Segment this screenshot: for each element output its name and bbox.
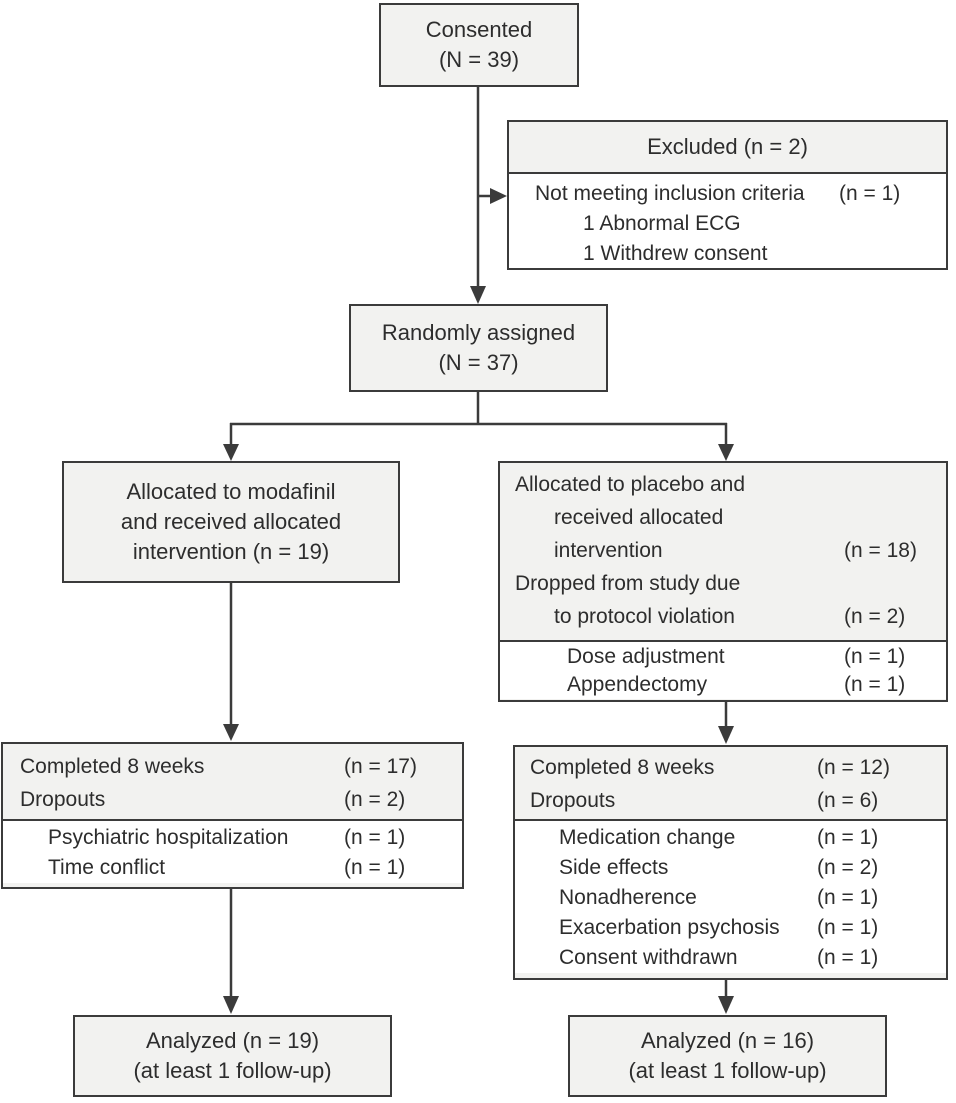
row-label: Completed 8 weeks [20, 755, 205, 778]
row-label: Dose adjustment [567, 645, 725, 668]
arrowhead-down-randomized [470, 286, 486, 304]
row-label: Dropouts [20, 788, 106, 811]
completed-modafinil-dropout-list: Psychiatric hospitalization(n = 1)Time c… [3, 821, 462, 883]
row-count: (n = 1) [817, 916, 879, 939]
consented-box: Consented (N = 39) [379, 3, 579, 87]
row-count: (n = 1) [844, 673, 906, 696]
arrowhead-down-allocated-modafinil [223, 444, 239, 461]
list-row: Nonadherence (n = 1) [515, 883, 946, 913]
excluded-box: Excluded (n = 2) Not meeting inclusion c… [507, 120, 948, 270]
excluded-title: Excluded (n = 2) [509, 122, 946, 174]
arrowhead-down-analyzed-placebo [718, 996, 734, 1014]
randomized-count: (N = 37) [438, 350, 519, 375]
allocated-modafinil-line2: and received allocated [120, 509, 342, 534]
arrowhead-down-analyzed-modafinil [223, 996, 239, 1014]
list-row: Not meeting inclusion criteria (n = 1) [509, 179, 946, 209]
row-label: 1 Abnormal ECG [583, 212, 741, 235]
row-count: (n = 17) [344, 755, 417, 778]
list-row: Completed 8 weeks (n = 17) [3, 750, 462, 783]
list-row: Dose adjustment (n = 1) [500, 643, 946, 671]
arrowhead-down-completed-placebo [718, 726, 734, 744]
row-count: (n = 1) [817, 826, 879, 849]
completed-placebo-box: Completed 8 weeks (n = 12) Dropouts (n = 6)… [513, 745, 948, 980]
row-label: 1 Withdrew consent [583, 242, 768, 265]
list-row: Consent withdrawn (n = 1) [515, 943, 946, 973]
row-label: to protocol violation [554, 605, 735, 628]
row-label: Nonadherence [559, 886, 697, 909]
randomized-box: Randomly assigned (N = 37) [349, 304, 608, 392]
row-count: (n = 1) [844, 645, 906, 668]
list-row: Dropouts (n = 6) [515, 784, 946, 817]
allocated-modafinil-box: Allocated to modafinil and received allo… [62, 461, 400, 583]
list-row: 1 Withdrew consent [509, 239, 946, 268]
list-row: received allocated [500, 501, 946, 534]
row-count: (n = 1) [344, 856, 406, 879]
randomized-label: Randomly assigned [381, 320, 576, 345]
row-label: Time conflict [48, 856, 166, 879]
arrowhead-down-completed-modafinil [223, 724, 239, 741]
row-label: Exacerbation psychosis [559, 916, 780, 939]
row-label: Side effects [559, 856, 669, 879]
arrowhead-down-allocated-placebo [718, 444, 734, 461]
completed-modafinil-header: Completed 8 weeks (n = 17) Dropouts (n = 2) [3, 744, 462, 821]
excluded-reason-list: Not meeting inclusion criteria (n = 1) 1 A… [509, 174, 946, 268]
row-label: intervention [554, 539, 663, 562]
row-label: received allocated [554, 506, 724, 529]
row-count: (n = 2) [344, 788, 406, 811]
analyzed-placebo-line1: Analyzed (n = 16) [640, 1028, 815, 1053]
analyzed-modafinil-line1: Analyzed (n = 19) [145, 1028, 320, 1053]
row-label: Completed 8 weeks [530, 756, 715, 779]
list-row: Appendectomy (n = 1) [500, 671, 946, 699]
row-count: (n = 18) [844, 539, 917, 562]
allocated-placebo-header: Allocated to placebo and received allocat… [500, 463, 946, 642]
row-label: Not meeting inclusion criteria [535, 182, 805, 205]
list-row: Medication change (n = 1) [515, 823, 946, 853]
analyzed-placebo-line2: (at least 1 follow-up) [628, 1058, 827, 1083]
analyzed-placebo-box: Analyzed (n = 16) (at least 1 follow-up) [568, 1015, 887, 1097]
list-row: Side effects (n = 2) [515, 853, 946, 883]
row-label: Medication change [559, 826, 736, 849]
list-row: Dropped from study due [500, 567, 946, 600]
row-count: (n = 1) [817, 886, 879, 909]
list-row: 1 Abnormal ECG [509, 209, 946, 239]
allocated-modafinil-line1: Allocated to modafinil [126, 479, 336, 504]
analyzed-modafinil-box: Analyzed (n = 19) (at least 1 follow-up) [73, 1015, 392, 1097]
completed-placebo-dropout-list: Medication change (n = 1) Side effects (n =… [515, 821, 946, 973]
allocated-placebo-reason-list: Dose adjustment (n = 1) Appendectomy (n = 1… [500, 642, 946, 699]
row-count: (n = 2) [844, 605, 906, 628]
list-row: Allocated to placebo and [500, 468, 946, 501]
row-count: (n = 1) [817, 946, 879, 969]
row-count: (n = 2) [817, 856, 879, 879]
list-row: intervention (n = 18) [500, 534, 946, 567]
row-count: (n = 12) [817, 756, 890, 779]
row-label: Psychiatric hospitalization [48, 826, 289, 849]
row-count: (n = 6) [817, 789, 879, 812]
allocated-modafinil-line3: intervention (n = 19) [132, 539, 330, 564]
consented-label: Consented [425, 17, 533, 42]
row-label: Dropped from study due [515, 572, 741, 595]
consented-count: (N = 39) [438, 47, 520, 72]
list-row: Exacerbation psychosis (n = 1) [515, 913, 946, 943]
allocated-placebo-box: Allocated to placebo and received allocat… [498, 461, 948, 702]
row-label: Dropouts [530, 789, 616, 812]
analyzed-modafinil-line2: (at least 1 follow-up) [133, 1058, 332, 1083]
arrowhead-right-excluded [490, 188, 507, 204]
list-row: Completed 8 weeks (n = 12) [515, 751, 946, 784]
list-row: Psychiatric hospitalization (n = 1) [3, 823, 462, 853]
row-count: (n = 1) [839, 182, 901, 205]
list-row: Time conflict (n = 1) [3, 853, 462, 883]
list-row: Dropouts (n = 2) [3, 783, 462, 816]
row-count: (n = 1) [344, 826, 406, 849]
row-label: Allocated to placebo and [515, 473, 746, 496]
completed-modafinil-box: Completed 8 weeks (n = 17) Dropouts (n = 2)… [1, 742, 464, 889]
list-row: to protocol violation (n = 2) [500, 600, 946, 633]
row-label: Consent withdrawn [559, 946, 738, 969]
completed-placebo-header: Completed 8 weeks (n = 12) Dropouts (n = 6) [515, 747, 946, 821]
row-label: Appendectomy [567, 673, 708, 696]
